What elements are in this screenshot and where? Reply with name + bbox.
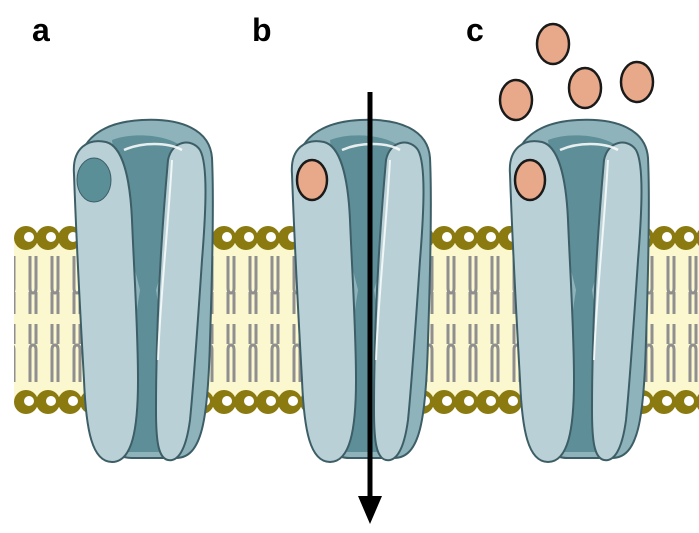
lipid-head-highlight [24, 232, 34, 242]
panel-label-a: a [32, 14, 50, 46]
lipid-head-highlight [442, 232, 452, 242]
lipid-head-highlight [244, 232, 254, 242]
lipid-head-highlight [46, 232, 56, 242]
flow-arrow-head [358, 496, 382, 524]
bound-ligand [297, 160, 327, 200]
lipid-head-highlight [222, 232, 232, 242]
bound-ligand [515, 160, 545, 200]
lipid-head-highlight [68, 396, 78, 406]
panel-label-b: b [252, 14, 272, 46]
lipid-head-highlight [266, 232, 276, 242]
lipid-head-highlight [288, 396, 298, 406]
lipid-head-highlight [662, 396, 672, 406]
lipid-head-highlight [684, 232, 694, 242]
lipid-head-highlight [662, 232, 672, 242]
lipid-head-highlight [508, 396, 518, 406]
lipid-head-highlight [486, 232, 496, 242]
free-ligands [500, 24, 653, 120]
lipid-head-highlight [486, 396, 496, 406]
lipid-head-highlight [684, 396, 694, 406]
panel-label-c: c [466, 14, 484, 46]
lipid-head-highlight [464, 396, 474, 406]
lipid-head-highlight [266, 396, 276, 406]
lipid-head-highlight [442, 396, 452, 406]
ion-channel-b [292, 120, 431, 462]
free-ligand [621, 62, 653, 102]
lipid-head-highlight [222, 396, 232, 406]
free-ligand [500, 80, 532, 120]
lipid-head-highlight [46, 396, 56, 406]
free-ligand [537, 24, 569, 64]
lipid-head-highlight [244, 396, 254, 406]
lipid-head-highlight [24, 396, 34, 406]
binding-site-empty [77, 158, 111, 202]
lipid-head-highlight [464, 232, 474, 242]
ion-channel-a [74, 120, 213, 462]
ion-channel-c [510, 120, 649, 462]
free-ligand [569, 68, 601, 108]
